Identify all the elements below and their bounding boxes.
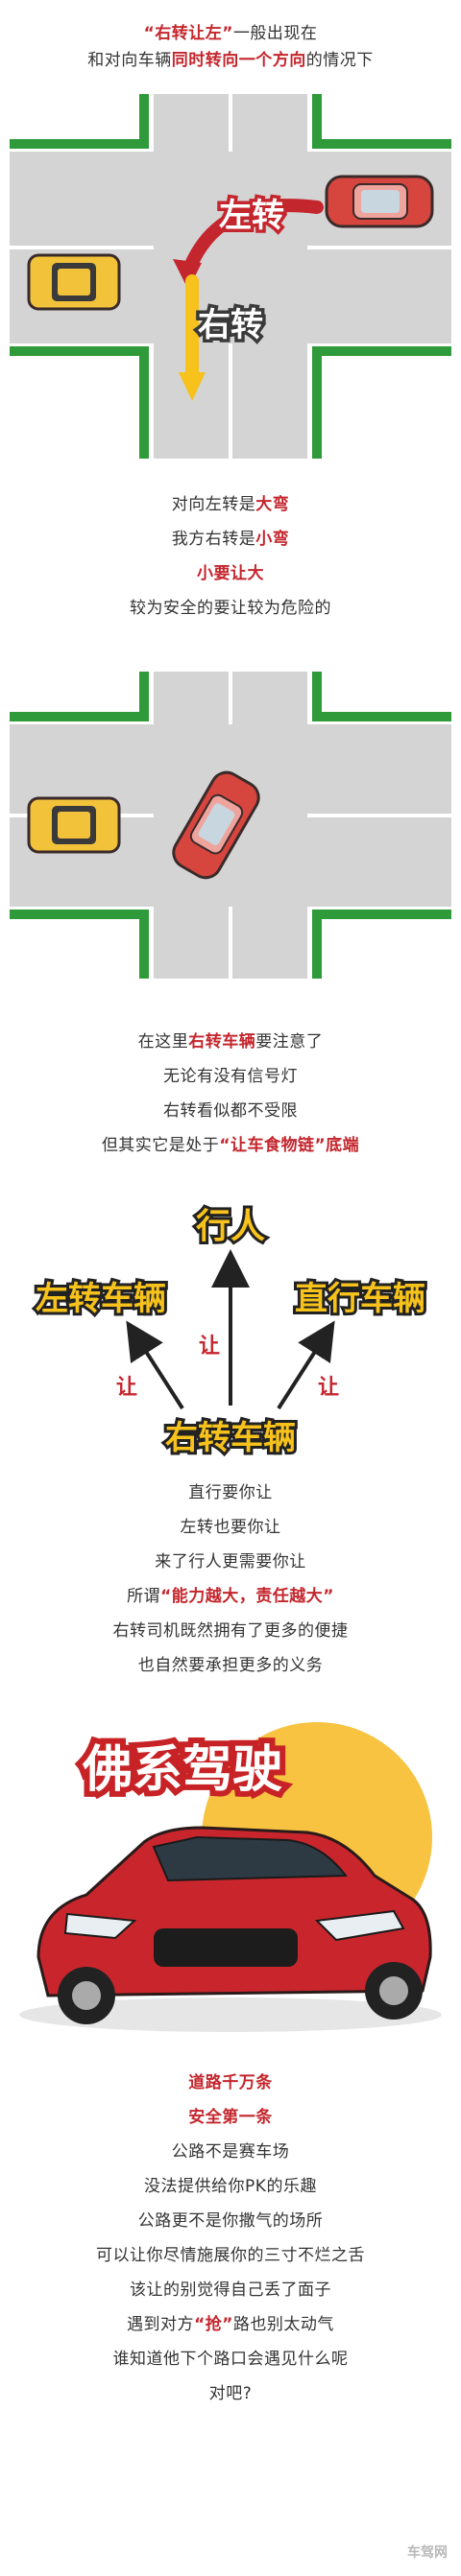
diagram-bottom-node: 右转车辆 xyxy=(165,1419,296,1457)
closing-line-6: 可以让你尽情施展你的三寸不烂之舌 xyxy=(96,2246,365,2265)
closing-line-10: 对吧? xyxy=(208,2384,253,2403)
intro-line-1: “右转让左”一般出现在 xyxy=(0,23,461,44)
duty-line-4-em: “能力越大，责任越大” xyxy=(160,1587,334,1606)
car-grille xyxy=(154,1928,298,1967)
chain-line-2: 无论有没有信号灯 xyxy=(163,1067,298,1086)
closing-line-8-post: 路也别太动气 xyxy=(232,2315,334,2334)
chain-line-1: 在这里右转车辆要注意了 xyxy=(0,1031,461,1052)
scene-1-corner-bl xyxy=(10,346,149,459)
diagram-yield-left: 让 xyxy=(116,1376,137,1400)
headlight-right xyxy=(314,1909,405,1942)
chain-line-4-em: “让车食物链” xyxy=(219,1136,327,1155)
chain-line-4-pre: 但其实它是处于 xyxy=(101,1136,220,1155)
scene-1-corner-tr xyxy=(312,94,451,149)
scene-1-corner-tl xyxy=(10,94,149,149)
red-car-icon xyxy=(172,770,260,880)
chain-line-1-em: 右转车辆 xyxy=(188,1032,256,1052)
rule-line-4: 较为安全的要让较为危险的 xyxy=(130,599,331,618)
duty-line-4: 所谓“能力越大，责任越大” xyxy=(0,1586,461,1607)
rule-line-1-pre: 对向左转是 xyxy=(171,495,256,514)
rule-line-1-em: 大弯 xyxy=(255,495,290,514)
chain-line-1-post: 要注意了 xyxy=(255,1032,324,1052)
closing-line-7: 该让的别觉得自己丢了面子 xyxy=(130,2281,331,2300)
right-turn-label: 右转 xyxy=(198,306,263,344)
left-turn-arrow-head xyxy=(173,259,202,290)
rule-line-2-em: 小弯 xyxy=(255,530,290,549)
closing-line-2: 安全第一条 xyxy=(188,2108,273,2127)
diagram-arrow-right xyxy=(277,1320,335,1410)
diagram-right-node: 直行车辆 xyxy=(295,1280,425,1318)
chain-line-4: 但其实它是处于“让车食物链”底端 xyxy=(0,1135,461,1156)
diagram-left-node: 左转车辆 xyxy=(36,1280,166,1318)
buddha-driving-banner: 佛系驾驶 xyxy=(19,1722,442,2032)
scene-1-corner-br xyxy=(312,346,451,459)
intro-line-2-em: 同时转向一个方向 xyxy=(171,51,306,70)
intro-line-2-post: 的情况下 xyxy=(305,51,374,70)
intersection-scene-2 xyxy=(10,672,451,979)
left-turn-label: 左转 xyxy=(219,197,284,235)
red-sedan-icon xyxy=(36,1826,432,2024)
watermark-logo: 车驾网 xyxy=(407,2545,448,2561)
duty-line-4-pre: 所谓 xyxy=(127,1587,161,1606)
closing-line-1: 道路千万条 xyxy=(188,2073,273,2092)
rule-line-2-pre: 我方右转是 xyxy=(171,530,256,549)
rule-line-2: 我方右转是小弯 xyxy=(0,529,461,550)
intersection-scene-1: 左转 右转 xyxy=(0,84,461,468)
intro-quote-close: ” xyxy=(222,24,233,43)
intro-line-2-pre: 和对向车辆 xyxy=(87,51,172,70)
duty-line-2: 左转也要你让 xyxy=(180,1518,281,1537)
chain-line-3: 右转看似都不受限 xyxy=(163,1101,298,1121)
diagram-arrow-left xyxy=(126,1320,184,1410)
closing-line-9: 谁知道他下个路口会遇见什么呢 xyxy=(112,2350,349,2369)
closing-line-8: 遇到对方“抢”路也别太动气 xyxy=(0,2314,461,2335)
chain-line-4-post: 底端 xyxy=(326,1136,360,1155)
duty-line-1: 直行要你让 xyxy=(188,1483,273,1502)
scene-2-corner-tr xyxy=(312,672,451,721)
banner-title: 佛系驾驶 xyxy=(82,1741,282,1799)
rule-line-3: 小要让大 xyxy=(197,564,264,583)
closing-line-8-em: “抢” xyxy=(194,2315,233,2334)
scene-2-corner-tl xyxy=(10,672,149,721)
closing-line-3: 公路不是赛车场 xyxy=(171,2142,290,2162)
diagram-yield-right: 让 xyxy=(318,1376,339,1400)
diagram-top-node: 行人 xyxy=(196,1207,265,1246)
red-car-icon xyxy=(325,175,434,228)
scene-2-corner-br xyxy=(312,910,451,979)
duty-line-5: 右转司机既然拥有了更多的便捷 xyxy=(112,1621,349,1641)
closing-line-4: 没法提供给你PK的乐趣 xyxy=(144,2177,317,2196)
intro-keyword: 右转让左 xyxy=(155,24,223,43)
closing-line-8-pre: 遇到对方 xyxy=(127,2315,195,2334)
diagram-yield-mid: 让 xyxy=(199,1335,220,1359)
intro-line-2: 和对向车辆同时转向一个方向的情况下 xyxy=(0,50,461,71)
rule-line-1: 对向左转是大弯 xyxy=(0,494,461,515)
headlight-left xyxy=(63,1912,137,1940)
left-turn-arrow-shaft xyxy=(183,199,324,273)
taxi-icon xyxy=(27,253,121,311)
chain-line-1-pre: 在这里 xyxy=(137,1032,189,1052)
right-turn-arrow-head xyxy=(179,372,206,401)
scene-2-corner-bl xyxy=(10,910,149,979)
yield-diagram: 行人 左转车辆 直行车辆 右转车辆 让 让 让 xyxy=(33,1204,428,1460)
intro-quote-open: “ xyxy=(143,24,156,43)
duty-line-6: 也自然要承担更多的义务 xyxy=(137,1656,324,1675)
closing-line-5: 公路更不是你撒气的场所 xyxy=(137,2211,324,2231)
duty-line-3: 来了行人更需要你让 xyxy=(155,1552,306,1572)
intro-line-1-rest: 一般出现在 xyxy=(232,24,318,43)
taxi-icon xyxy=(27,796,121,854)
car-shadow xyxy=(19,1997,442,2032)
